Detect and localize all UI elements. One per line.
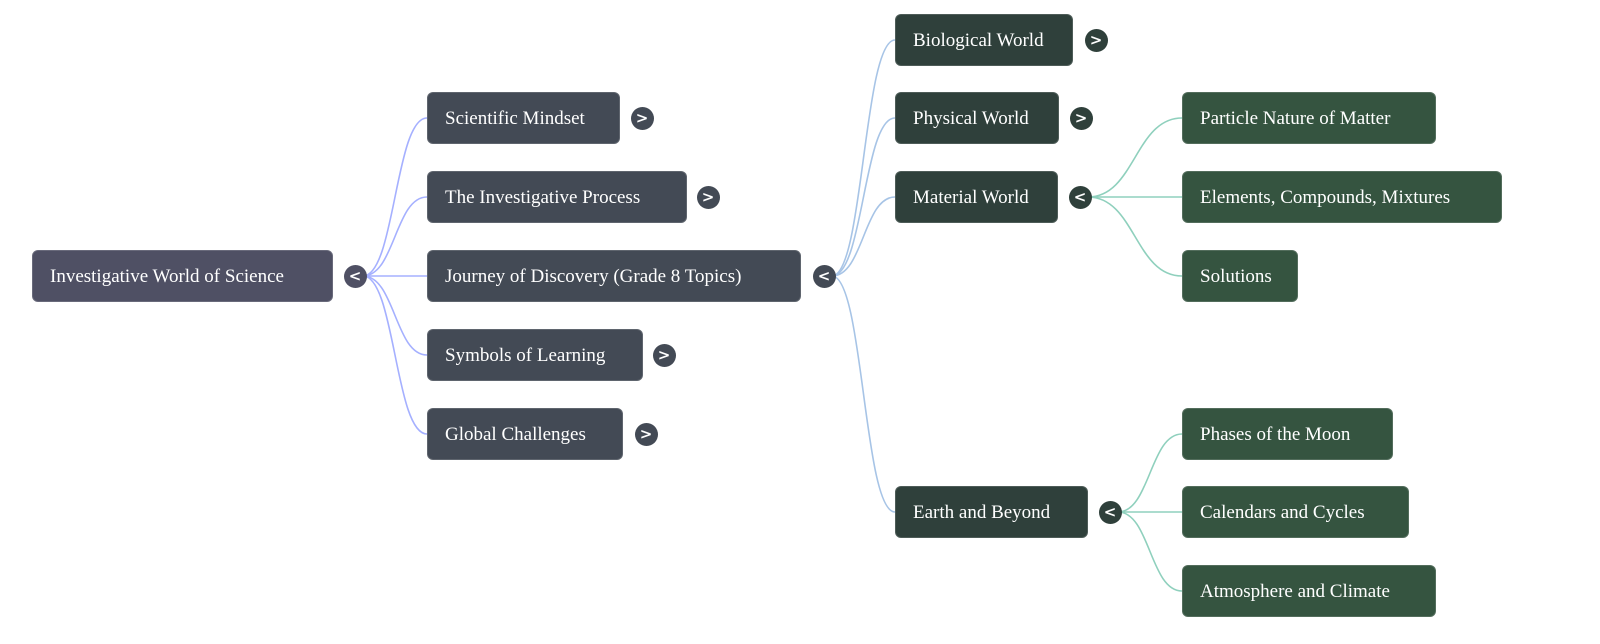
edge-to-phases-of-the-moon [1117,433,1183,513]
expand-toggle-icon[interactable]: > [696,185,720,209]
node-symbols-of-learning[interactable]: Symbols of Learning [427,329,643,381]
expand-toggle-icon[interactable]: > [630,106,654,130]
node-atmosphere-and-climate[interactable]: Atmosphere and Climate [1182,565,1436,617]
node-investigative-world-of-science[interactable]: Investigative World of Science [32,250,333,302]
edge-journey-to-biological-world [831,39,896,277]
edge-root-to-the-investigative-process [362,196,428,277]
node-phases-of-the-moon[interactable]: Phases of the Moon [1182,408,1393,460]
edge-to-particle-nature-of-matter [1087,117,1183,198]
expand-toggle-icon[interactable]: > [652,343,676,367]
expand-toggle-icon[interactable]: > [1084,28,1108,52]
edge-root-to-symbols-of-learning [362,275,428,356]
expand-toggle-icon[interactable]: > [634,422,658,446]
node-calendars-and-cycles[interactable]: Calendars and Cycles [1182,486,1409,538]
node-global-challenges[interactable]: Global Challenges [427,408,623,460]
edge-journey-to-earth-and-beyond [831,275,896,513]
collapse-toggle-icon[interactable]: < [812,264,836,288]
node-particle-nature-of-matter[interactable]: Particle Nature of Matter [1182,92,1436,144]
edge-journey-to-material-world [831,196,896,277]
edge-to-solutions [1087,196,1183,277]
expand-toggle-icon[interactable]: > [1069,106,1093,130]
node-elements-compounds-mixtures[interactable]: Elements, Compounds, Mixtures [1182,171,1502,223]
node-the-investigative-process[interactable]: The Investigative Process [427,171,687,223]
node-material-world[interactable]: Material World [895,171,1058,223]
edge-journey-to-physical-world [831,117,896,277]
edge-root-to-global-challenges [362,275,428,435]
node-journey-of-discovery-grade-8-topics[interactable]: Journey of Discovery (Grade 8 Topics) [427,250,801,302]
node-physical-world[interactable]: Physical World [895,92,1059,144]
collapse-toggle-icon[interactable]: < [1068,185,1092,209]
collapse-toggle-icon[interactable]: < [1098,500,1122,524]
edge-to-atmosphere-and-climate [1117,511,1183,592]
node-earth-and-beyond[interactable]: Earth and Beyond [895,486,1088,538]
node-scientific-mindset[interactable]: Scientific Mindset [427,92,620,144]
collapse-toggle-icon[interactable]: < [343,264,367,288]
node-biological-world[interactable]: Biological World [895,14,1073,66]
edge-root-to-scientific-mindset [362,117,428,277]
node-solutions[interactable]: Solutions [1182,250,1298,302]
